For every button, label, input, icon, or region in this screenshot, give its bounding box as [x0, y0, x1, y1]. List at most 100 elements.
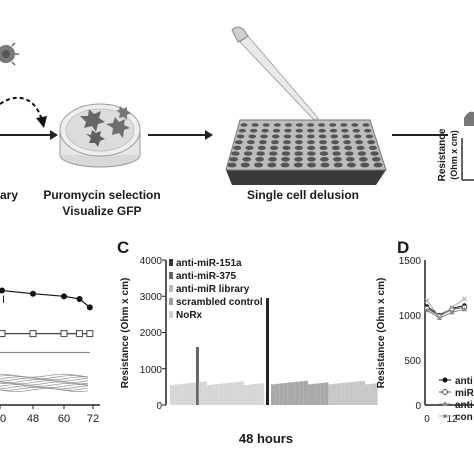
plate-well	[332, 151, 341, 156]
plate-well	[329, 123, 337, 127]
plate-well	[260, 134, 268, 139]
panel-c-bar	[283, 383, 288, 405]
plate-well	[355, 140, 364, 145]
plate-well	[272, 128, 281, 133]
plate-well	[318, 123, 326, 127]
plate-well	[245, 145, 254, 151]
plate-well	[248, 134, 257, 139]
panel-c-bar	[275, 383, 280, 405]
panel-b-x-tick-72: 72	[87, 413, 99, 425]
plate-well	[307, 145, 316, 151]
panel-d-legend: × anti miR anti con	[439, 376, 474, 423]
panel-d-ytick-0: 0	[415, 401, 421, 412]
plate-well	[254, 162, 264, 168]
arrow-2-head	[205, 130, 213, 140]
plate-wells	[227, 123, 383, 168]
panel-c-letter: C	[117, 238, 129, 257]
plate-well	[255, 156, 264, 162]
plate-well	[351, 123, 359, 127]
plate-well	[318, 134, 327, 139]
panel-c-y-ticks	[162, 259, 166, 406]
panel-c-bar	[247, 384, 252, 405]
panel-c-legend: anti-miR-151a anti-miR-375 anti-miR libr…	[169, 258, 263, 321]
panel-c-bar	[174, 384, 179, 405]
plate-well	[295, 123, 303, 127]
legend-swatch-anti-mir-375	[169, 272, 173, 279]
well-plate-icon	[225, 119, 387, 185]
plate-well	[340, 123, 348, 127]
panel-b-ticks	[0, 405, 94, 409]
plate-well	[243, 151, 253, 156]
plate-well	[281, 156, 290, 162]
plate-well	[371, 156, 381, 162]
virus-icon	[0, 42, 19, 66]
plate-well	[295, 140, 303, 145]
plate-well	[318, 128, 326, 133]
panel-c-bar-anti-mir-151a	[266, 298, 269, 405]
panel-c-bar	[361, 380, 366, 405]
panel-c-bar	[211, 384, 216, 405]
panel-c-ytick-1000: 1000	[140, 365, 163, 376]
panel-c-bar	[252, 384, 257, 405]
plate-well	[282, 145, 291, 151]
panel-b-line-0	[0, 289, 91, 308]
plate-well	[281, 151, 291, 156]
plate-well	[246, 140, 255, 145]
panel-d-point	[424, 307, 430, 313]
panel-c-bar	[295, 381, 300, 405]
legend-norx: NoRx	[176, 310, 203, 321]
panel-b-point	[0, 287, 5, 294]
plate-well	[356, 145, 365, 151]
panel-c-ylabel: Resistance (Ohm x cm)	[120, 278, 131, 389]
panel-c-bar	[243, 385, 248, 405]
resistance-unit-top: (Ohm x cm)	[449, 130, 459, 180]
panel-d-point	[424, 298, 430, 303]
panel-c-bar	[186, 383, 191, 406]
instrument-icon	[461, 111, 474, 181]
plate-well	[319, 145, 328, 151]
plate-well	[357, 151, 367, 156]
arrow-1-head	[50, 130, 58, 140]
legend-anti-mir-151a: anti-miR-151a	[176, 258, 242, 269]
panel-b-bundle-line	[0, 373, 89, 378]
panel-c-bar	[202, 381, 207, 405]
plate-well	[240, 162, 250, 168]
panel-c-ytick-3000: 3000	[140, 292, 163, 303]
panel-b-point	[76, 330, 83, 338]
plate-well	[294, 151, 303, 156]
panel-c-bar	[279, 383, 284, 405]
panel-c-bar	[320, 383, 325, 405]
panel-c-bar	[215, 384, 220, 405]
plate-well	[331, 145, 340, 151]
panel-b-bundle-line	[0, 387, 89, 393]
plate-well	[240, 123, 248, 127]
plate-well	[330, 134, 339, 139]
legend-swatch-scrambled	[169, 298, 173, 305]
panel-b: I 0 48 60 72	[0, 287, 100, 425]
plate-well	[364, 128, 372, 133]
panel-c-bar	[291, 382, 296, 405]
panel-b-point	[60, 330, 68, 338]
panel-c-bar	[357, 381, 362, 405]
panel-b-x-tick-48: 48	[27, 413, 39, 425]
plate-well	[360, 162, 370, 168]
panel-d-series	[424, 296, 468, 320]
legend-marker-filled-circle	[442, 377, 448, 383]
plate-well	[256, 151, 265, 156]
plate-well	[319, 140, 327, 145]
panel-c-bar	[328, 384, 333, 405]
panel-b-line-label: I	[2, 294, 5, 306]
resistance-label-top: Resistance	[437, 128, 448, 181]
plate-well	[307, 140, 315, 145]
legend-swatch-anti-mir-151a	[169, 259, 173, 266]
legend-swatch-anti-mir-library	[169, 285, 173, 292]
plate-well	[333, 156, 342, 162]
panel-c-bar	[223, 383, 228, 406]
panel-c-bar	[369, 383, 374, 405]
legend-anti-mir-375: anti-miR-375	[176, 271, 236, 282]
plate-well	[271, 134, 280, 139]
panel-d-point	[449, 305, 455, 310]
workflow: ary Puromycin selection Visualize GFP Si…	[0, 26, 474, 218]
panel-d-ytick-500: 500	[404, 356, 421, 367]
panel-c-ytick-2000: 2000	[140, 328, 163, 339]
